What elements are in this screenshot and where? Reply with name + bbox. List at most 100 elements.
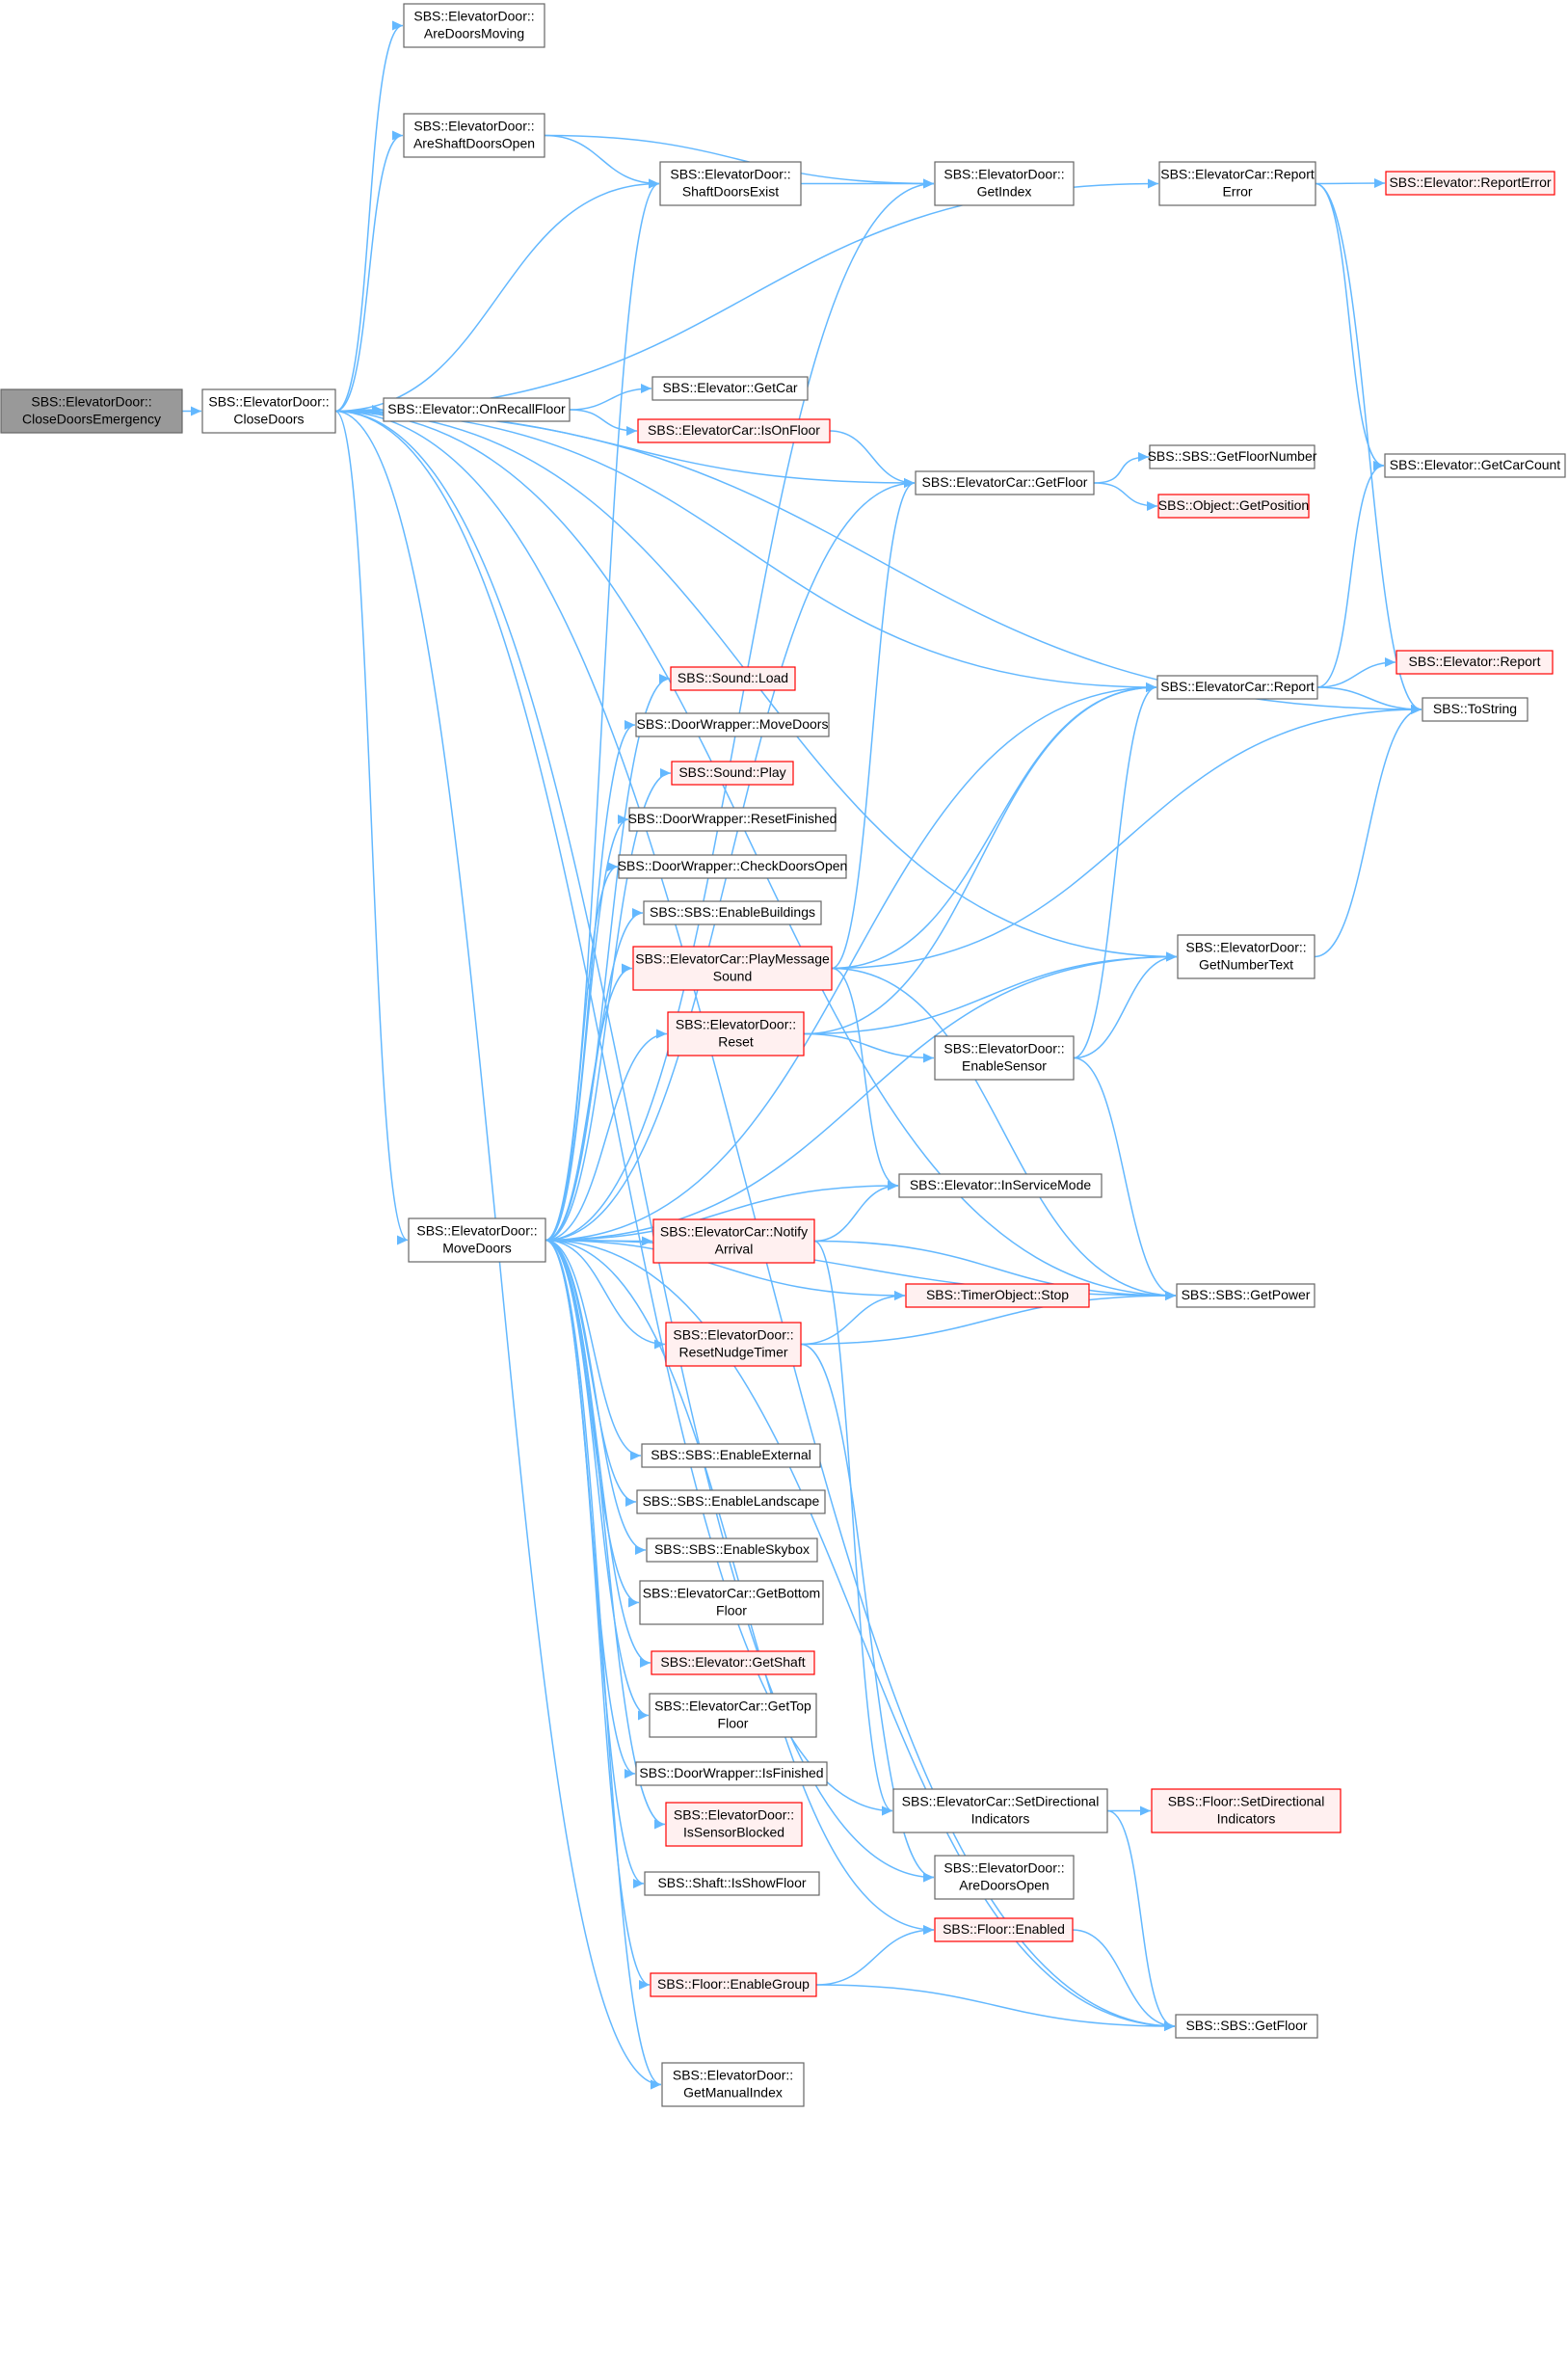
node-inservicemode[interactable]: SBS::Elevator::InServiceMode bbox=[898, 1173, 1103, 1198]
arrowhead-movedoors-to-enablelandscape bbox=[625, 1497, 636, 1507]
edge-resetnudgetimer-to-getpower bbox=[800, 1295, 1177, 1346]
node-enablelandscape[interactable]: SBS::SBS::EnableLandscape bbox=[636, 1489, 826, 1514]
node-box bbox=[1422, 697, 1528, 722]
node-label-line: Sound bbox=[713, 969, 752, 984]
node-getfloornumber[interactable]: SBS::SBS::GetFloorNumber bbox=[1148, 444, 1317, 469]
node-resetnudgetimer[interactable]: SBS::ElevatorDoor::ResetNudgeTimer bbox=[665, 1322, 802, 1367]
node-issensorblocked[interactable]: SBS::ElevatorDoor::IsSensorBlocked bbox=[665, 1802, 803, 1847]
node-dw_resetfinished[interactable]: SBS::DoorWrapper::ResetFinished bbox=[628, 807, 837, 832]
node-getposition[interactable]: SBS::Object::GetPosition bbox=[1157, 494, 1310, 519]
node-car_report[interactable]: SBS::ElevatorCar::Report bbox=[1156, 675, 1318, 700]
edge-movedoors-to-gettopfloor bbox=[545, 1239, 650, 1717]
node-sound_load[interactable]: SBS::Sound::Load bbox=[670, 666, 796, 691]
edge-getnumbertext-to-tostring bbox=[1314, 709, 1422, 958]
edge-notifyarrival-to-getpower bbox=[813, 1240, 1177, 1297]
node-getcarcount[interactable]: SBS::Elevator::GetCarCount bbox=[1384, 453, 1566, 478]
node-timer_stop[interactable]: SBS::TimerObject::Stop bbox=[905, 1283, 1090, 1308]
arrowhead-movedoors-to-getindex bbox=[923, 178, 934, 189]
arrowhead-notifyarrival-to-inservicemode bbox=[888, 1181, 898, 1190]
node-aredoorsopen[interactable]: SBS::ElevatorDoor::AreDoorsOpen bbox=[934, 1855, 1075, 1900]
node-label-line: SBS::ElevatorDoor:: bbox=[673, 1327, 793, 1343]
edge-car_report-to-getcarcount bbox=[1316, 465, 1385, 688]
node-dw_checkdoorsopen[interactable]: SBS::DoorWrapper::CheckDoorsOpen bbox=[618, 854, 848, 879]
node-label-line: IsSensorBlocked bbox=[683, 1825, 784, 1840]
node-getindex[interactable]: SBS::ElevatorDoor::GetIndex bbox=[934, 161, 1075, 206]
edge-onrecallfloor-to-isonfloor bbox=[569, 409, 638, 432]
edge-movedoors-to-enableexternal bbox=[545, 1239, 642, 1457]
node-floor_enabled[interactable]: SBS::Floor::Enabled bbox=[934, 1917, 1074, 1942]
node-box bbox=[1156, 675, 1318, 700]
node-areshaftdoorsopen[interactable]: SBS::ElevatorDoor::AreShaftDoorsOpen bbox=[403, 113, 545, 158]
node-box bbox=[898, 1173, 1103, 1198]
node-enableexternal[interactable]: SBS::SBS::EnableExternal bbox=[641, 1443, 821, 1468]
edge-resetnudgetimer-to-aredoorsopen bbox=[800, 1343, 935, 1879]
node-onrecallfloor[interactable]: SBS::Elevator::OnRecallFloor bbox=[383, 397, 571, 422]
edge-playmessagesound-to-getpower bbox=[831, 967, 1177, 1297]
node-isonfloor[interactable]: SBS::ElevatorCar::IsOnFloor bbox=[637, 418, 831, 443]
node-dw_isfinished[interactable]: SBS::DoorWrapper::IsFinished bbox=[635, 1761, 828, 1786]
edge-floor_enabled-to-sbs_getfloor bbox=[1072, 1929, 1176, 2027]
node-getmanualindex[interactable]: SBS::ElevatorDoor::GetManualIndex bbox=[661, 2062, 805, 2107]
node-box bbox=[671, 761, 794, 786]
node-enablesensor[interactable]: SBS::ElevatorDoor::EnableSensor bbox=[934, 1035, 1075, 1081]
node-root[interactable]: SBS::ElevatorDoor::CloseDoorsEmergency bbox=[0, 388, 183, 434]
node-sbs_getfloor[interactable]: SBS::SBS::GetFloor bbox=[1175, 2014, 1318, 2039]
node-movedoors[interactable]: SBS::ElevatorDoor::MoveDoors bbox=[408, 1217, 546, 1263]
node-door_reset[interactable]: SBS::ElevatorDoor::Reset bbox=[667, 1011, 805, 1057]
node-enablegroup[interactable]: SBS::Floor::EnableGroup bbox=[650, 1972, 817, 1997]
node-isshowfloor[interactable]: SBS::Shaft::IsShowFloor bbox=[644, 1871, 820, 1896]
node-tostring[interactable]: SBS::ToString bbox=[1422, 697, 1528, 722]
arrowhead-root-to-closedoors bbox=[191, 406, 201, 416]
edge-movedoors-to-playmessagesound bbox=[545, 967, 633, 1242]
node-label-line: SBS::ElevatorCar::Report bbox=[1160, 679, 1315, 694]
node-sound_play[interactable]: SBS::Sound::Play bbox=[671, 761, 794, 786]
node-label-line: SBS::SBS::EnableExternal bbox=[651, 1447, 811, 1462]
node-box bbox=[635, 1761, 828, 1786]
node-getcar[interactable]: SBS::Elevator::GetCar bbox=[651, 376, 809, 401]
node-closedoors[interactable]: SBS::ElevatorDoor::CloseDoors bbox=[201, 388, 336, 434]
arrowhead-movedoors-to-isshowfloor bbox=[633, 1879, 644, 1888]
arrowhead-movedoors-to-sound_load bbox=[659, 674, 670, 683]
node-getpower[interactable]: SBS::SBS::GetPower bbox=[1176, 1283, 1316, 1308]
arrowhead-movedoors-to-car_report bbox=[1146, 682, 1156, 692]
node-label-line: Indicators bbox=[971, 1811, 1030, 1827]
node-box bbox=[934, 1035, 1075, 1081]
node-elev_reporterror[interactable]: SBS::Elevator::ReportError bbox=[1385, 171, 1555, 196]
node-label-line: SBS::ElevatorDoor:: bbox=[670, 167, 790, 182]
edge-notifyarrival-to-inservicemode bbox=[813, 1185, 899, 1243]
node-aredoorsmoving[interactable]: SBS::ElevatorDoor::AreDoorsMoving bbox=[403, 3, 545, 48]
edge-movedoors-to-inservicemode bbox=[545, 1185, 899, 1242]
node-label-line: SBS::Elevator::OnRecallFloor bbox=[387, 401, 566, 416]
node-box bbox=[915, 470, 1095, 495]
node-enablebuildings[interactable]: SBS::SBS::EnableBuildings bbox=[643, 900, 822, 925]
node-car_getfloor[interactable]: SBS::ElevatorCar::GetFloor bbox=[915, 470, 1095, 495]
node-label-line: SBS::Elevator::Report bbox=[1409, 654, 1541, 669]
node-shaftdoorsexist[interactable]: SBS::ElevatorDoor::ShaftDoorsExist bbox=[659, 161, 802, 206]
node-enableskybox[interactable]: SBS::SBS::EnableSkybox bbox=[646, 1538, 818, 1563]
edge-movedoors-to-dw_movedoors bbox=[545, 724, 636, 1242]
arrowhead-notifyarrival-to-setdirectional bbox=[882, 1806, 892, 1816]
node-box bbox=[0, 388, 183, 434]
node-label-line: SBS::ElevatorDoor:: bbox=[943, 1860, 1064, 1876]
edge-car_report-to-elev_report bbox=[1316, 661, 1396, 688]
node-label-line: SBS::ElevatorCar::PlayMessage bbox=[635, 951, 830, 967]
node-label-line: SBS::ToString bbox=[1433, 701, 1517, 716]
node-car_reporterror[interactable]: SBS::ElevatorCar::ReportError bbox=[1158, 161, 1316, 206]
edge-movedoors-to-getindex bbox=[545, 182, 935, 1242]
node-box bbox=[1149, 444, 1316, 469]
node-box bbox=[661, 2062, 805, 2107]
node-elev_report[interactable]: SBS::Elevator::Report bbox=[1395, 650, 1554, 675]
node-getshaft[interactable]: SBS::Elevator::GetShaft bbox=[651, 1650, 815, 1675]
node-getnumbertext[interactable]: SBS::ElevatorDoor::GetNumberText bbox=[1177, 934, 1316, 979]
node-box bbox=[651, 1650, 815, 1675]
node-label-line: SBS::ElevatorDoor:: bbox=[943, 1041, 1064, 1057]
node-dw_movedoors[interactable]: SBS::DoorWrapper::MoveDoors bbox=[635, 712, 830, 737]
node-label-line: SBS::Shaft::IsShowFloor bbox=[657, 1875, 806, 1890]
node-setdirectional[interactable]: SBS::ElevatorCar::SetDirectionalIndicato… bbox=[892, 1788, 1108, 1833]
arrowhead-movedoors-to-car_getfloor bbox=[904, 478, 915, 488]
